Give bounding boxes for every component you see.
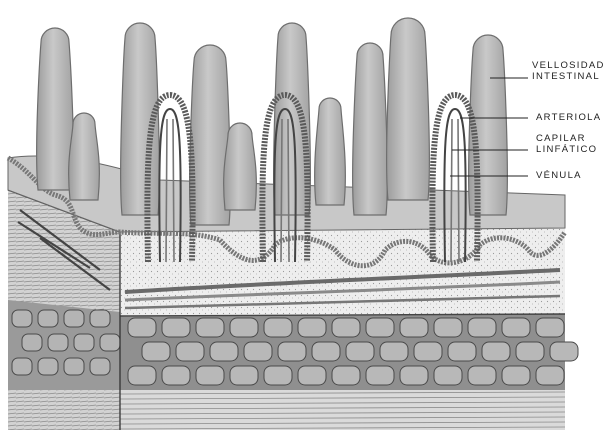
- muscle-cell: [100, 334, 120, 351]
- muscle-cell: [12, 358, 32, 375]
- villus-label-line2: INTESTINAL: [532, 71, 605, 82]
- muscle-cell: [22, 334, 42, 351]
- muscle-cell: [210, 342, 238, 361]
- muscle-cell: [536, 366, 564, 385]
- villus-label-line1: VELLOSIDAD: [532, 60, 605, 71]
- muscle-cell: [550, 342, 578, 361]
- villus: [315, 98, 346, 205]
- villus: [387, 18, 430, 200]
- muscle-cell: [128, 318, 156, 337]
- muscle-cell: [366, 318, 394, 337]
- muscle-cell: [332, 318, 360, 337]
- muscle-cell: [244, 342, 272, 361]
- lacteal-label-line2: LINFÁTICO: [536, 144, 597, 155]
- muscle-cell: [48, 334, 68, 351]
- villus: [69, 113, 100, 200]
- muscle-cell: [142, 342, 170, 361]
- lacteal-label: CAPILAR LINFÁTICO: [536, 133, 597, 155]
- muscle-cell: [312, 342, 340, 361]
- muscle-cell: [162, 366, 190, 385]
- lacteal-label-line1: CAPILAR: [536, 133, 597, 144]
- muscle-cell: [128, 366, 156, 385]
- muscle-cell: [64, 358, 84, 375]
- villus: [224, 123, 257, 210]
- muscle-cell: [64, 310, 84, 327]
- muscle-cell: [230, 318, 258, 337]
- muscle-cell: [196, 318, 224, 337]
- muscle-cell: [400, 366, 428, 385]
- villus-label: VELLOSIDAD INTESTINAL: [532, 60, 605, 82]
- muscle-cell: [516, 342, 544, 361]
- muscle-cell: [298, 366, 326, 385]
- muscle-cell: [298, 318, 326, 337]
- muscle-cell: [38, 358, 58, 375]
- muscle-cell: [230, 366, 258, 385]
- muscle-cell: [90, 358, 110, 375]
- arteriole-label: ARTERIOLA: [536, 112, 601, 123]
- circular-muscle-layer: [120, 312, 578, 390]
- muscle-cell: [38, 310, 58, 327]
- muscle-cell: [536, 318, 564, 337]
- muscle-cell: [366, 366, 394, 385]
- muscle-cell: [380, 342, 408, 361]
- muscle-cell: [414, 342, 442, 361]
- muscle-cell: [448, 342, 476, 361]
- muscle-cell: [196, 366, 224, 385]
- muscle-cell: [468, 366, 496, 385]
- muscle-cell: [264, 318, 292, 337]
- muscle-cell: [74, 334, 94, 351]
- muscle-cell: [332, 366, 360, 385]
- muscle-cell: [176, 342, 204, 361]
- muscle-cell: [346, 342, 374, 361]
- muscle-cell: [502, 366, 530, 385]
- muscle-cell: [12, 310, 32, 327]
- muscle-cell: [90, 310, 110, 327]
- longitudinal-muscle-layer: [120, 388, 565, 430]
- muscle-cell: [468, 318, 496, 337]
- villus: [353, 43, 388, 215]
- muscle-cell: [278, 342, 306, 361]
- muscle-cell: [162, 318, 190, 337]
- venule-label: VÉNULA: [536, 170, 582, 181]
- muscle-cell: [482, 342, 510, 361]
- villus: [37, 28, 74, 190]
- muscle-cell: [434, 366, 462, 385]
- muscle-cell: [400, 318, 428, 337]
- muscle-cell: [264, 366, 292, 385]
- muscle-cell: [502, 318, 530, 337]
- muscle-cell: [434, 318, 462, 337]
